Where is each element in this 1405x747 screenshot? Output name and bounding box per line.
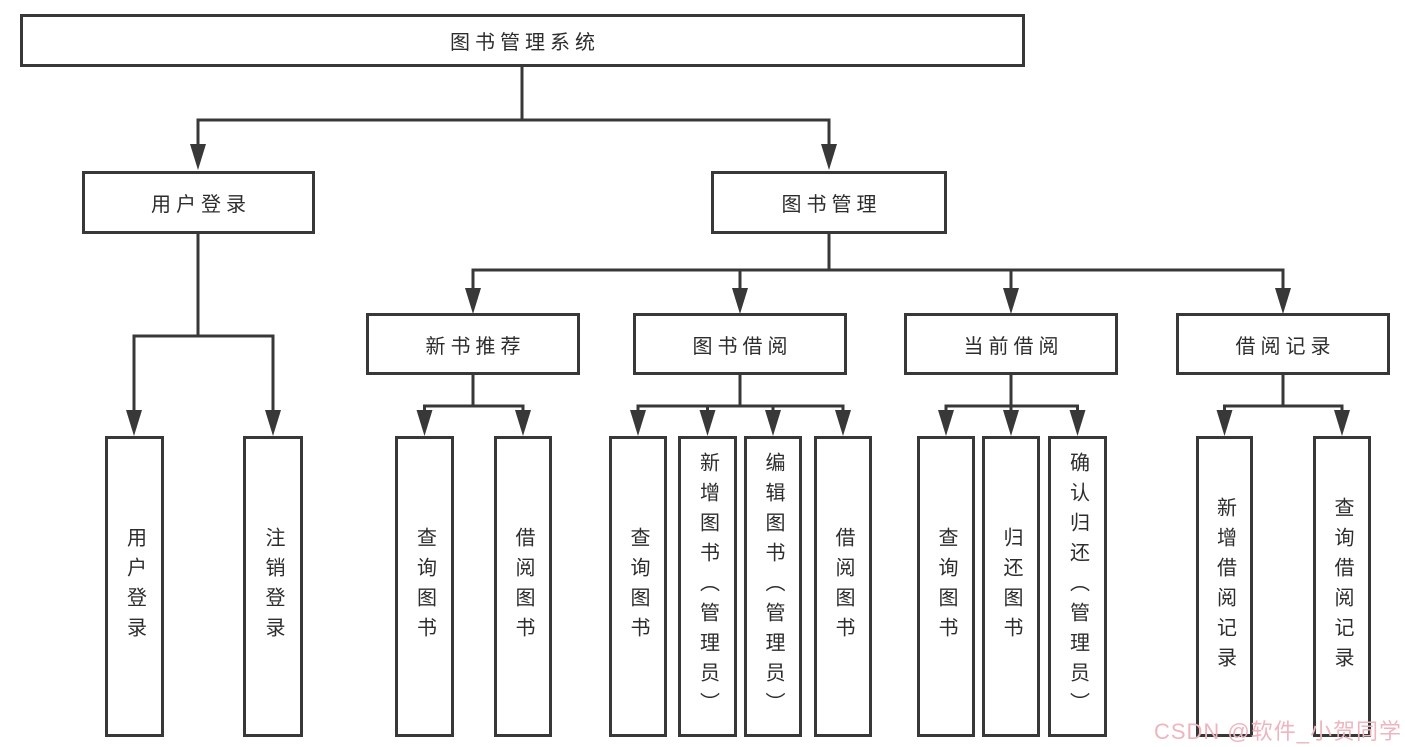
leaf-bb-edit-book-admin: 编辑图书（管理员） xyxy=(744,436,802,737)
leaf-logout-login: 注销登录 xyxy=(243,436,303,737)
leaf-cb-confirm-return-admin: 确认归还（管理员） xyxy=(1048,436,1107,737)
node-book-borrow-label: 图书借阅 xyxy=(692,335,793,358)
node-borrow-record-label: 借阅记录 xyxy=(1235,335,1336,358)
node-book-management-label: 图书管理 xyxy=(781,194,882,216)
node-new-book-recommend-label: 新书推荐 xyxy=(425,335,526,358)
csdn-watermark: CSDN @软件_小贺同学 xyxy=(1153,719,1402,744)
leaf-nb-borrow-book-label: 借阅图书 xyxy=(512,526,534,647)
leaf-bb-borrow-book: 借阅图书 xyxy=(814,436,872,737)
leaf-bb-query-book: 查询图书 xyxy=(609,436,667,737)
leaf-br-query-record-label: 查询借阅记录 xyxy=(1331,496,1353,677)
leaf-br-query-record: 查询借阅记录 xyxy=(1313,436,1371,737)
leaf-nb-query-book: 查询图书 xyxy=(395,436,454,737)
node-current-borrow-label: 当前借阅 xyxy=(963,335,1064,358)
node-book-borrow: 图书借阅 xyxy=(633,313,847,375)
node-root: 图书管理系统 xyxy=(20,14,1025,67)
leaf-logout-login-label: 注销登录 xyxy=(262,526,284,647)
node-user-login-label: 用户登录 xyxy=(151,194,251,216)
arrowhead-icons xyxy=(126,144,1350,436)
leaf-user-login: 用户登录 xyxy=(105,436,164,737)
leaf-cb-confirm-return-admin-label: 确认归还（管理员） xyxy=(1066,451,1089,722)
node-borrow-record: 借阅记录 xyxy=(1176,313,1390,375)
leaf-cb-query-book-label: 查询图书 xyxy=(935,526,957,647)
leaf-bb-edit-book-admin-label: 编辑图书（管理员） xyxy=(762,451,784,722)
node-current-borrow: 当前借阅 xyxy=(904,313,1118,375)
node-user-login: 用户登录 xyxy=(82,171,315,234)
leaf-br-add-record: 新增借阅记录 xyxy=(1196,436,1253,737)
leaf-bb-add-book-admin: 新增图书（管理员） xyxy=(678,436,737,737)
leaf-cb-query-book: 查询图书 xyxy=(917,436,975,737)
leaf-cb-return-book: 归还图书 xyxy=(982,436,1040,737)
node-book-management: 图书管理 xyxy=(711,171,947,234)
leaf-cb-return-book-label: 归还图书 xyxy=(1000,526,1022,647)
node-root-label: 图书管理系统 xyxy=(450,32,600,54)
node-new-book-recommend: 新书推荐 xyxy=(366,313,580,375)
leaf-nb-query-book-label: 查询图书 xyxy=(413,526,436,647)
leaf-user-login-label: 用户登录 xyxy=(123,526,146,647)
leaf-br-add-record-label: 新增借阅记录 xyxy=(1213,496,1236,677)
leaf-bb-add-book-admin-label: 新增图书（管理员） xyxy=(696,451,719,722)
leaf-bb-borrow-book-label: 借阅图书 xyxy=(832,526,854,647)
leaf-nb-borrow-book: 借阅图书 xyxy=(494,436,552,737)
leaf-bb-query-book-label: 查询图书 xyxy=(627,526,649,647)
